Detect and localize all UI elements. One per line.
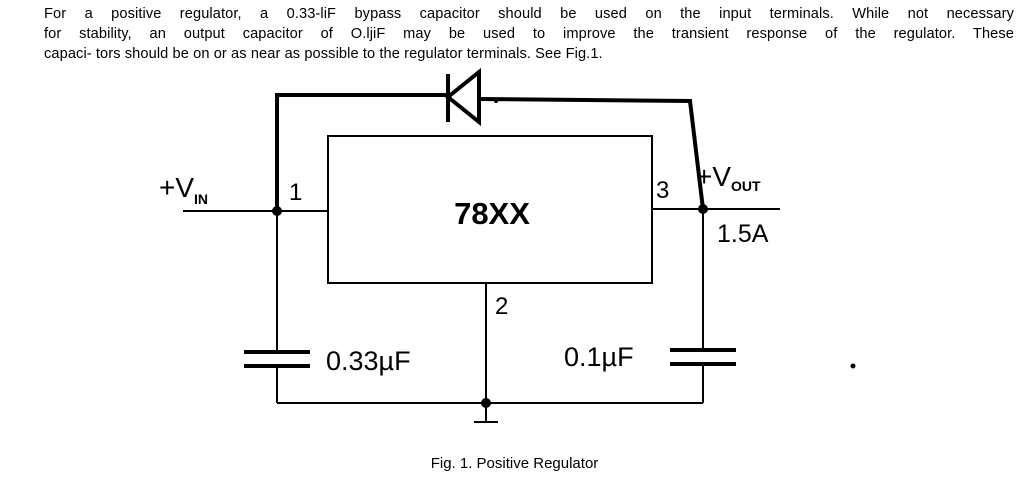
vout-subscript: OUT: [731, 178, 761, 194]
current-label: 1.5A: [717, 220, 769, 248]
diode-bypass-wire: [275, 93, 448, 211]
output-capacitor-label: 0.1µF: [564, 342, 634, 372]
description-paragraph: For a positive regulator, a 0.33-liF byp…: [44, 4, 1014, 64]
paragraph-line-3: capaci- tors should be on or as near as …: [44, 46, 603, 62]
input-capacitor-label: 0.33µF: [326, 346, 411, 376]
regulator-label: 78XX: [454, 196, 530, 231]
vout-label: +VOUT: [696, 161, 761, 194]
input-capacitor-icon: [244, 350, 310, 368]
junction-dot-input: [272, 206, 282, 216]
regulator-block: [327, 135, 653, 284]
pin2-label: 2: [495, 293, 508, 320]
output-capacitor-icon: [670, 348, 736, 366]
paragraph-line-1: For a positive regulator, a 0.33-liF byp…: [44, 6, 1014, 22]
vin-label: +VIN: [159, 172, 208, 207]
figure-caption: Fig. 1. Positive Regulator: [430, 455, 599, 472]
stray-dot: [850, 363, 856, 369]
junction-dot-output: [698, 204, 708, 214]
pin3-label: 3: [656, 177, 669, 204]
diode-bypass-wire-right: [478, 97, 705, 210]
vin-subscript: IN: [194, 191, 208, 207]
diode-icon: [444, 67, 481, 127]
paragraph-line-2: for stability, an output capacitor of O.…: [44, 26, 1014, 42]
junction-dot-ground: [481, 398, 491, 408]
pin1-label: 1: [289, 179, 302, 206]
diode-dot: [494, 99, 498, 103]
